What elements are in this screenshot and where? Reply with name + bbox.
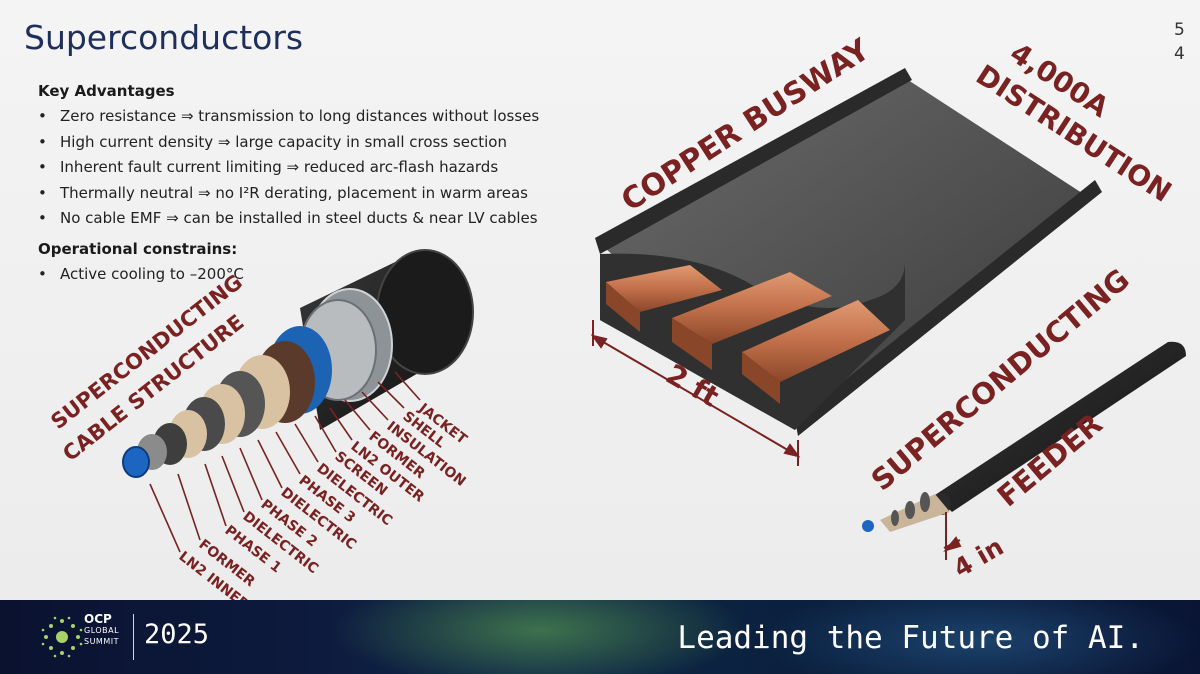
ocp-logo-text: OCP GLOBAL SUMMIT [84, 612, 120, 646]
page-number-digit: 5 [1174, 20, 1185, 40]
constraints-heading: Operational constrains: [38, 240, 238, 258]
bullet-glyph: • [38, 107, 47, 125]
constraints-list: •Active cooling to –200°C [38, 262, 244, 288]
footer-tagline: Leading the Future of AI. [677, 620, 1144, 656]
footer-year: 2025 [144, 619, 210, 650]
bullet-glyph: • [38, 132, 47, 151]
page-number: 5 4 [1174, 18, 1185, 66]
illustration: SUPERCONDUCTING CABLE STRUCTURE JACKET S… [46, 32, 1186, 600]
bullet-glyph: • [38, 265, 47, 283]
slide: Superconductors 5 4 Key Advantages •Zero… [0, 0, 1200, 600]
list-item: •Inherent fault current limiting ⇒ reduc… [38, 155, 539, 181]
list-item: •High current density ⇒ large capacity i… [38, 130, 539, 156]
bullet-glyph: • [38, 158, 47, 176]
advantages-heading: Key Advantages [38, 82, 175, 100]
footer-divider [133, 614, 134, 660]
bullet-glyph: • [38, 209, 47, 227]
cable-illustration: SUPERCONDUCTING CABLE STRUCTURE JACKET S… [46, 249, 474, 600]
list-item: •Active cooling to –200°C [38, 262, 244, 288]
page-number-digit: 4 [1174, 44, 1185, 64]
footer-banner: OCP GLOBAL SUMMIT 2025 Leading the Futur… [0, 600, 1200, 674]
list-item: •Thermally neutral ⇒ no I²R derating, pl… [38, 181, 539, 207]
footer-glow [330, 600, 750, 674]
bullet-glyph: • [38, 183, 47, 202]
ocp-logo-icon [41, 616, 83, 658]
advantages-list: •Zero resistance ⇒ transmission to long … [38, 104, 539, 232]
slide-title: Superconductors [24, 18, 304, 57]
list-item: •Zero resistance ⇒ transmission to long … [38, 104, 539, 130]
footer-glow [760, 600, 1200, 674]
list-item: •No cable EMF ⇒ can be installed in stee… [38, 206, 539, 232]
